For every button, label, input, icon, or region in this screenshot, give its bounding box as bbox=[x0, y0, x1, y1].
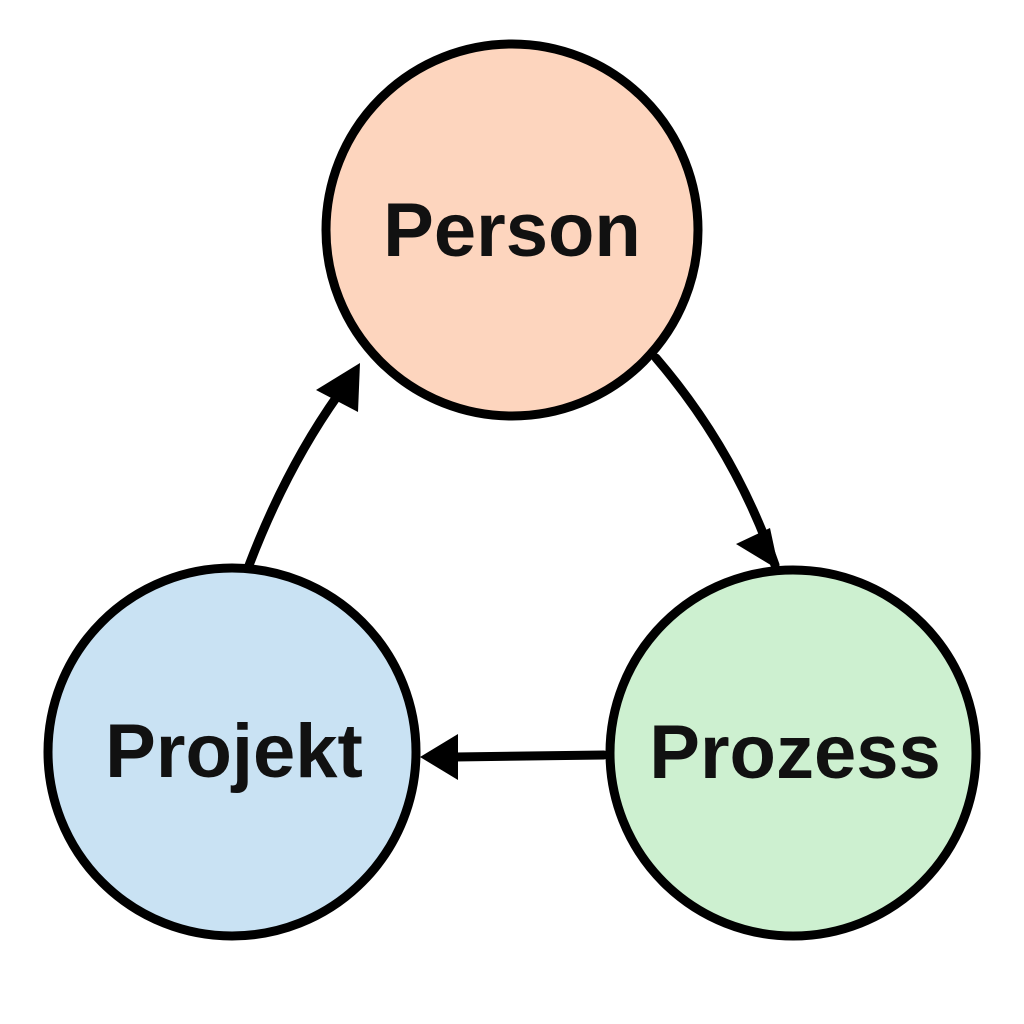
arrowhead-prozess bbox=[736, 528, 779, 570]
node-person-label: Person bbox=[383, 188, 641, 273]
node-prozess: Prozess bbox=[605, 565, 981, 941]
edge-person-to-prozess bbox=[651, 353, 780, 570]
edge-projekt-to-person bbox=[243, 390, 343, 573]
node-projekt: Projekt bbox=[43, 563, 421, 941]
arrowhead-person bbox=[316, 363, 360, 412]
node-prozess-label: Prozess bbox=[649, 710, 941, 795]
node-prozess-circle bbox=[605, 565, 981, 941]
node-person: Person bbox=[321, 39, 703, 421]
node-projekt-circle bbox=[43, 563, 421, 941]
node-person-circle bbox=[321, 39, 703, 421]
edge-prozess-to-projekt bbox=[450, 750, 609, 762]
arrowhead-projekt bbox=[420, 734, 458, 780]
node-projekt-label: Projekt bbox=[105, 709, 363, 794]
